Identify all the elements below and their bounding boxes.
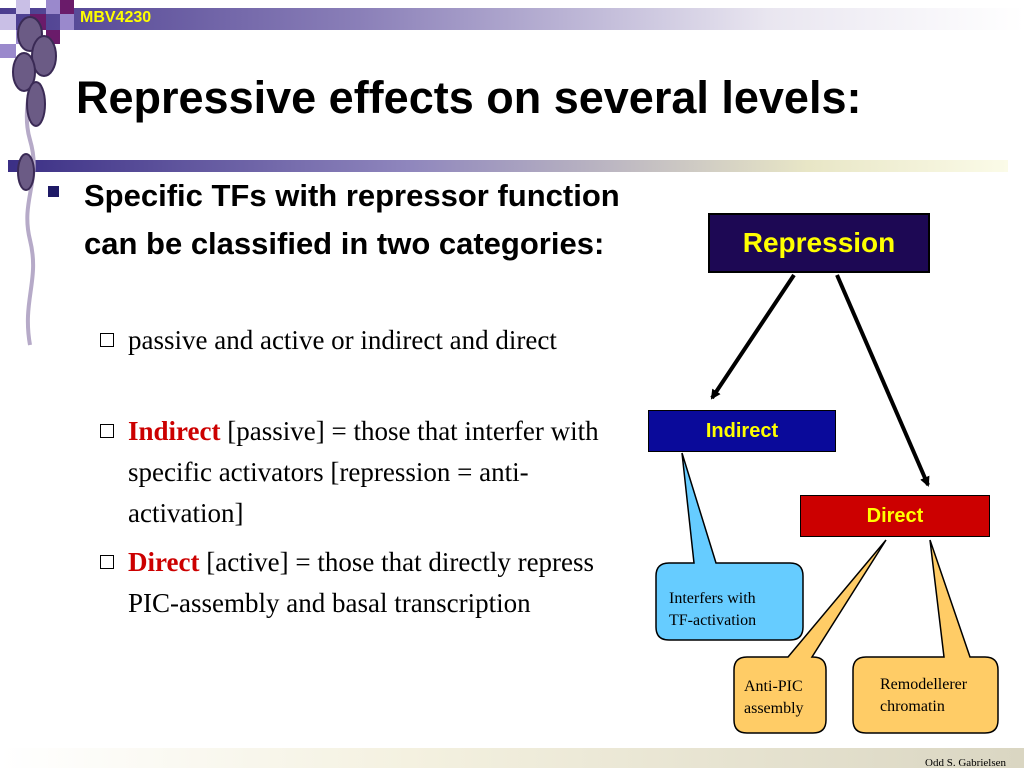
sub-bullet: Indirect [passive] = those that interfer… bbox=[100, 411, 620, 534]
emphasis-indirect: Indirect bbox=[128, 416, 221, 446]
callout-line: Remodellerer bbox=[880, 676, 968, 693]
emphasis-direct: Direct bbox=[128, 547, 200, 577]
callout-line: TF-activation bbox=[669, 612, 757, 629]
seed-icon bbox=[12, 52, 36, 92]
node-repression: Repression bbox=[708, 213, 930, 273]
callout-anti-pic-bubble bbox=[733, 539, 887, 734]
bullet-square-icon bbox=[48, 186, 59, 197]
callout-line: chromatin bbox=[880, 698, 945, 715]
checkbox-bullet-icon bbox=[100, 424, 114, 438]
footer-bar bbox=[0, 748, 1024, 768]
node-indirect: Indirect bbox=[648, 410, 836, 452]
seed-icon bbox=[26, 81, 46, 127]
callout-line: assembly bbox=[744, 700, 804, 717]
callout-line: Interfers with bbox=[669, 590, 756, 607]
footer-author: Odd S. Gabrielsen bbox=[925, 757, 1006, 769]
main-bullet-text: Specific TFs with repressor function can… bbox=[84, 178, 620, 261]
checkbox-bullet-icon bbox=[100, 333, 114, 347]
callout-remodel-bubble bbox=[852, 539, 999, 734]
callout-anti-pic-text: Anti-PIC assembly bbox=[744, 676, 804, 720]
arrow-to-direct bbox=[835, 274, 930, 487]
seed-icon bbox=[17, 153, 35, 191]
title-rule bbox=[8, 160, 1008, 172]
checkbox-bullet-icon bbox=[100, 555, 114, 569]
sub-bullet-text: passive and active or indirect and direc… bbox=[128, 325, 557, 355]
sub-bullet-text: [passive] = those that interfer with spe… bbox=[128, 416, 599, 528]
sub-bullet: Direct [active] = those that directly re… bbox=[100, 542, 620, 624]
page-title: Repressive effects on several levels: bbox=[76, 72, 862, 123]
callout-remodel-text: Remodellerer chromatin bbox=[880, 674, 967, 718]
sub-bullet-text: [active] = those that directly repress P… bbox=[128, 547, 595, 618]
sub-bullet: passive and active or indirect and direc… bbox=[100, 320, 620, 361]
callout-indirect-bubble bbox=[655, 452, 804, 641]
course-code: MBV4230 bbox=[80, 9, 152, 26]
seed-icon bbox=[31, 35, 57, 77]
callout-indirect-text: Interfers with TF-activation bbox=[669, 588, 756, 632]
callout-line: Anti-PIC bbox=[744, 678, 803, 695]
header-bar bbox=[0, 8, 1024, 30]
node-direct: Direct bbox=[800, 495, 990, 537]
corner-decoration bbox=[0, 0, 74, 346]
arrow-to-indirect bbox=[710, 273, 796, 400]
